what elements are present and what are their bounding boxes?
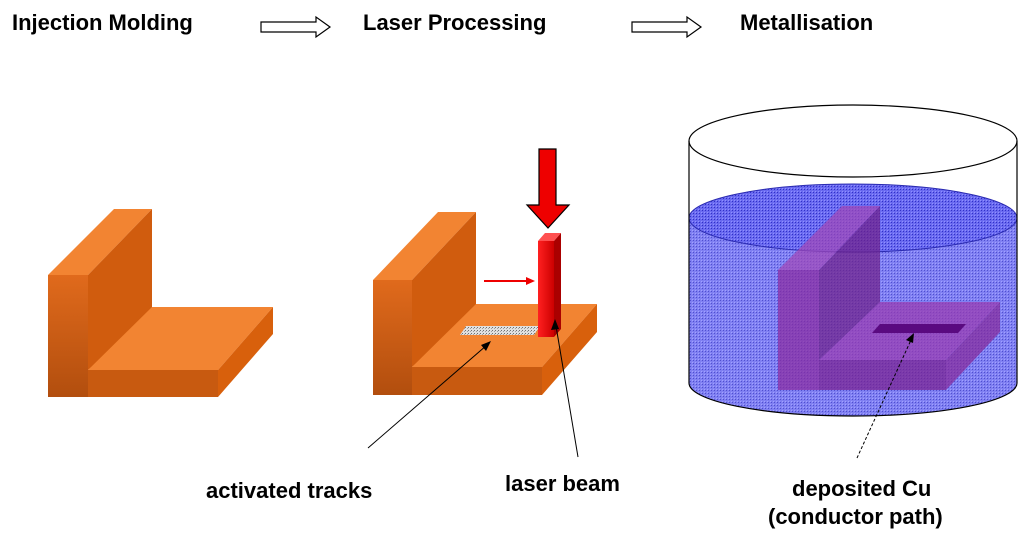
leader-activated-tracks: [367, 341, 491, 449]
conductor-path: [872, 324, 966, 333]
label-deposited-cu: deposited Cu: [792, 476, 932, 501]
scan-direction-arrow-icon: [484, 277, 535, 285]
step-label-injection-molding: Injection Molding: [12, 10, 193, 35]
molded-part-1: [48, 209, 273, 397]
step-label-laser-processing: Laser Processing: [363, 10, 547, 35]
step-label-metallisation: Metallisation: [740, 10, 874, 35]
leader-deposited-cu: [856, 333, 914, 459]
wall-top: [48, 209, 152, 275]
process-arrow-2: [631, 15, 703, 39]
activated-track: [460, 326, 540, 335]
label-activated-tracks: activated tracks: [206, 478, 373, 503]
wall-front: [373, 280, 412, 395]
label-laser-beam: laser beam: [505, 471, 620, 496]
base-front: [412, 367, 542, 395]
base-front: [88, 370, 218, 397]
base-side: [542, 304, 597, 395]
base-side: [218, 307, 273, 397]
bath-rim: [688, 104, 1018, 178]
wall-side: [412, 212, 476, 367]
laser-beam: [538, 233, 561, 337]
process-arrow-1: [260, 15, 332, 39]
wall-front: [48, 275, 88, 397]
laser-down-arrow-icon: [525, 148, 571, 229]
wall-top: [373, 212, 476, 280]
wall-side: [88, 209, 152, 370]
leader-laser-beam: [551, 319, 579, 458]
metallisation-bath: [688, 104, 1018, 417]
label-conductor-path: (conductor path): [768, 504, 943, 529]
